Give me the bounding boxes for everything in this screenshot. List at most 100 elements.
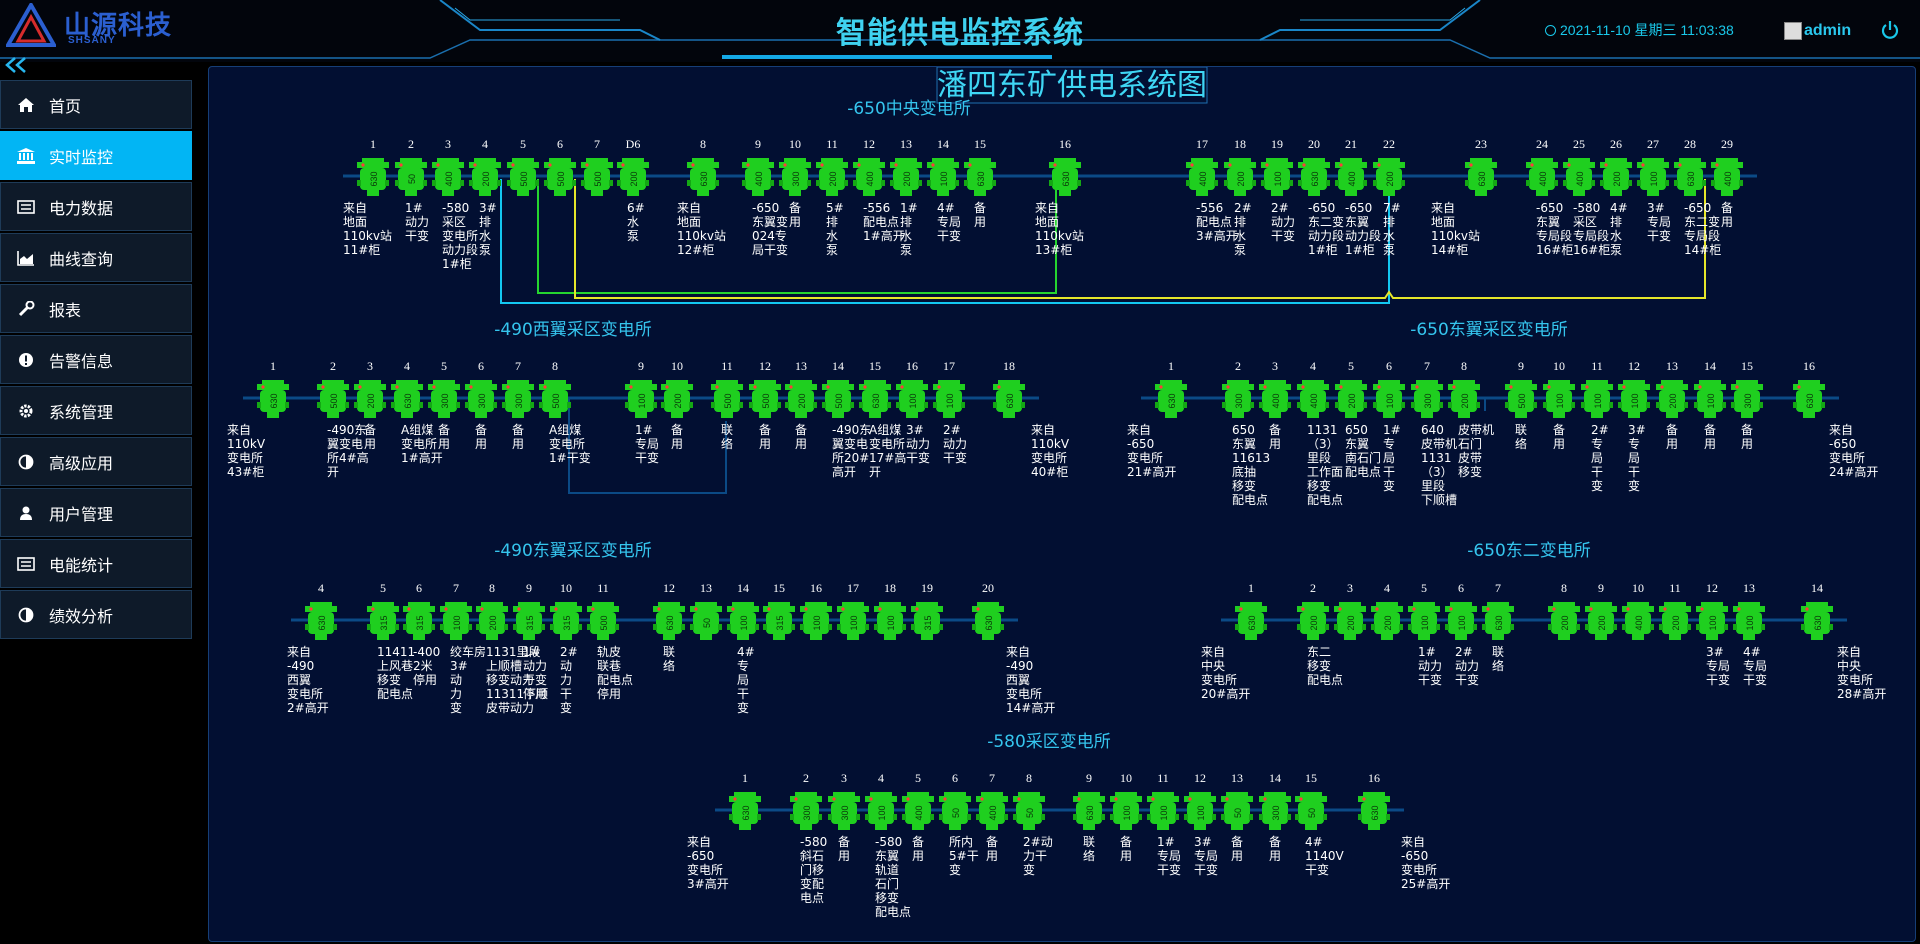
sidebar-item-5[interactable]: 告警信息	[0, 335, 192, 384]
sidebar-item-4[interactable]: 报表	[0, 284, 192, 333]
sidebar-item-3[interactable]: 曲线查询	[0, 233, 192, 282]
user-menu[interactable]: admin	[1784, 22, 1851, 40]
sidebar-item-7[interactable]: 高级应用	[0, 437, 192, 486]
sidebar-item-2[interactable]: 电力数据	[0, 182, 192, 231]
sidebar-item-6[interactable]: 系统管理	[0, 386, 192, 435]
sidebar-item-1[interactable]: 实时监控	[0, 131, 192, 180]
sidebar-item-9[interactable]: 电能统计	[0, 539, 192, 588]
sidebar-item-8[interactable]: 用户管理	[0, 488, 192, 537]
power-icon[interactable]	[1880, 20, 1900, 40]
sidebar-item-0[interactable]: 首页	[0, 80, 192, 129]
